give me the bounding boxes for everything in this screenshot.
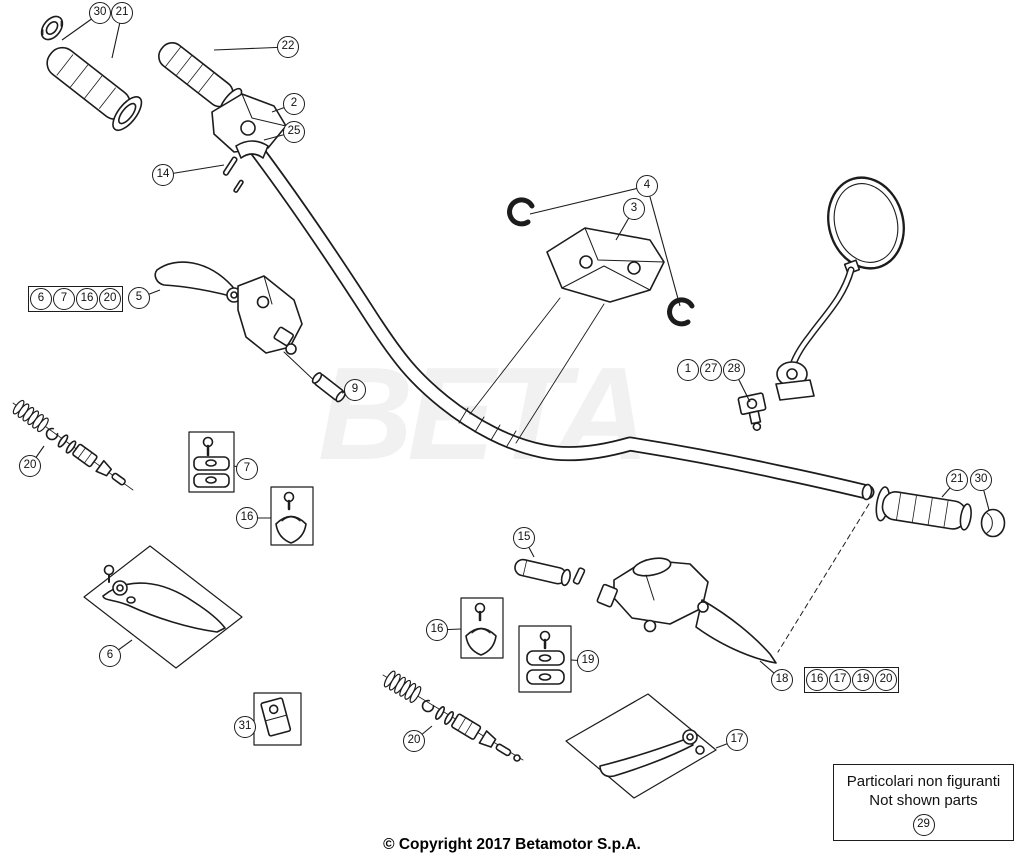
part-handlebar (235, 124, 875, 501)
callout-1: 1 (677, 359, 699, 381)
leader-4 (529, 185, 648, 215)
assembly-alignment-line (777, 503, 870, 653)
callout-16-right: 16 (426, 619, 448, 641)
callout-clutch-control-kit-16: 16 (76, 288, 98, 310)
part-15-pin (572, 567, 586, 585)
callout-29: 29 (912, 814, 935, 836)
callout-27: 27 (700, 359, 722, 381)
part-group-20-left (12, 399, 134, 491)
callout-28: 28 (723, 359, 745, 381)
callout-brake-control-kit-16: 16 (806, 669, 828, 691)
callout-30-right: 30 (970, 469, 992, 491)
part-brake-lever-spare (565, 693, 717, 799)
part-left-bar-end-cap (40, 15, 64, 41)
leader-22 (213, 46, 289, 51)
part-clutch-lever-spare (83, 545, 243, 669)
callout-21-left: 21 (111, 2, 133, 24)
callout-21-right: 21 (946, 469, 968, 491)
part-brake-master-assembly (596, 557, 777, 664)
callout-6-spare: 6 (99, 645, 121, 667)
part-throttle-half-ring (235, 140, 269, 159)
callout-9: 9 (344, 379, 366, 401)
callout-22: 22 (277, 36, 299, 58)
part-mirror-clamp (737, 392, 767, 432)
part-throttle-housing (211, 93, 287, 153)
callout-brake-control-kit-20: 20 (875, 669, 897, 691)
callout-17-spare: 17 (726, 729, 748, 751)
part-bar-mount-clamp (469, 227, 665, 444)
callout-16-mid: 16 (236, 507, 258, 529)
callout-3: 3 (623, 198, 645, 220)
callout-7-mid: 7 (236, 458, 258, 480)
part-group-16-right (460, 597, 504, 659)
part-left-grip (46, 46, 143, 132)
part-c-clip-bottom (667, 297, 695, 327)
part-group-20-bottom (382, 670, 524, 762)
part-right-grip (875, 486, 972, 531)
part-31-bracket (253, 692, 302, 746)
callout-30-left: 30 (89, 2, 111, 24)
copyright-text: © Copyright 2017 Betamotor S.p.A. (383, 836, 641, 853)
callout-2: 2 (283, 93, 305, 115)
callout-20-bottom: 20 (403, 730, 425, 752)
part-9-sleeve (311, 372, 346, 403)
callout-clutch-control-kit-20: 20 (99, 288, 121, 310)
part-15-spacer (514, 558, 571, 587)
callout-20-left: 20 (19, 455, 41, 477)
callout-5: 5 (128, 287, 150, 309)
callout-19: 19 (577, 650, 599, 672)
not-shown-parts-box: Particolari non figuranti Not shown part… (833, 764, 1014, 841)
not-shown-text-it: Particolari non figuranti (846, 773, 1001, 790)
part-mirror (775, 176, 905, 401)
callout-25: 25 (283, 121, 305, 143)
callout-4: 4 (636, 175, 658, 197)
part-right-bar-end-cap (980, 508, 1006, 538)
part-group-19 (518, 625, 572, 693)
callout-18: 18 (771, 669, 793, 691)
callout-31: 31 (234, 716, 256, 738)
part-c-clip-top (507, 197, 535, 227)
part-group-16-left (270, 486, 314, 546)
brand-watermark: BETA (318, 340, 650, 487)
leader-4 (646, 185, 681, 307)
part-group-7 (188, 431, 235, 493)
callout-clutch-control-kit-7: 7 (53, 288, 75, 310)
part-throttle-pin (222, 156, 244, 193)
callout-brake-control-kit-17: 17 (829, 669, 851, 691)
callout-15: 15 (513, 527, 535, 549)
part-clutch-lever-assembly (154, 261, 321, 387)
callout-clutch-control-kit-6: 6 (30, 288, 52, 310)
not-shown-text-en: Not shown parts (869, 792, 978, 809)
callout-14: 14 (152, 164, 174, 186)
callout-brake-control-kit-19: 19 (852, 669, 874, 691)
